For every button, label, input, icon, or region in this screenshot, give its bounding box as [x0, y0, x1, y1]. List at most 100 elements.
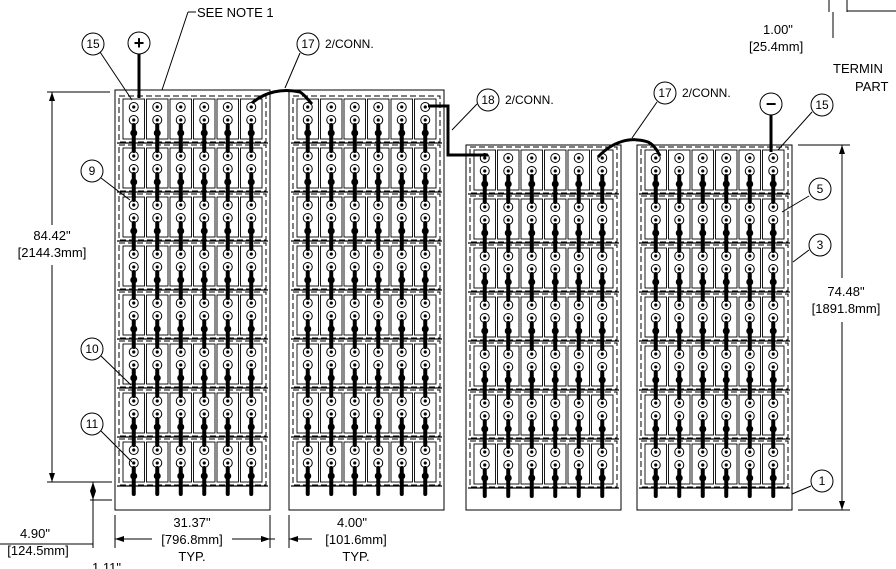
battery-cell: [762, 394, 785, 449]
battery-cell: [497, 296, 520, 351]
battery-cell: [414, 245, 437, 300]
battery-cell: [169, 392, 192, 447]
battery-cell: [146, 392, 169, 447]
battery-cell: [567, 198, 590, 253]
battery-cell: [122, 245, 145, 300]
callout-17-left: 17 2/CONN.: [284, 32, 374, 89]
battery-cell: [343, 294, 366, 349]
battery-cell: [668, 345, 691, 400]
battery-cell: [193, 147, 216, 202]
rack-1-frame: [114, 89, 271, 511]
battery-cell: [668, 247, 691, 302]
battery-cell: [320, 245, 343, 300]
callout-15-left: 15: [81, 32, 133, 101]
battery-cell: [644, 296, 667, 351]
battery-cell: [473, 198, 496, 253]
tier: [117, 144, 268, 202]
battery-cell: [146, 245, 169, 300]
battery-cell: [216, 245, 239, 300]
battery-cell: [122, 343, 145, 398]
battery-cell: [668, 443, 691, 498]
svg-text:[124.5mm]: [124.5mm]: [7, 543, 68, 558]
battery-cell: [544, 296, 567, 351]
battery-cell: [320, 147, 343, 202]
battery-cell: [668, 394, 691, 449]
svg-text:2/CONN.: 2/CONN.: [505, 93, 554, 107]
terminal-positive: +: [127, 31, 151, 98]
svg-text:17: 17: [658, 86, 672, 100]
battery-cell: [390, 343, 413, 398]
battery-cell: [122, 441, 145, 496]
battery-cell: [544, 198, 567, 253]
battery-cell: [367, 392, 390, 447]
battery-cell: [644, 394, 667, 449]
battery-cell: [367, 147, 390, 202]
battery-cell: [367, 343, 390, 398]
battery-cell: [240, 147, 263, 202]
battery-cell: [193, 343, 216, 398]
tier: [639, 293, 790, 351]
svg-text:[2144.3mm]: [2144.3mm]: [18, 245, 87, 260]
battery-cell: [367, 441, 390, 496]
callout-1: 1: [791, 469, 834, 495]
battery-cell: [240, 441, 263, 496]
battery-cell: [367, 245, 390, 300]
battery-cell: [567, 394, 590, 449]
rack-4-frame: [636, 144, 793, 511]
battery-cell: [169, 245, 192, 300]
tier: [117, 389, 268, 447]
battery-cell: [169, 196, 192, 251]
callout-3: 3: [792, 233, 832, 263]
battery-cell: [193, 441, 216, 496]
battery-cell: [240, 98, 263, 153]
battery-cell: [343, 98, 366, 153]
battery-cell: [738, 296, 761, 351]
battery-cell: [544, 149, 567, 204]
battery-cell: [591, 443, 614, 498]
battery-cell: [520, 443, 543, 498]
battery-cell: [644, 443, 667, 498]
battery-cell: [169, 441, 192, 496]
tier: [468, 391, 619, 449]
battery-cell: [296, 392, 319, 447]
battery-cell: [146, 343, 169, 398]
tier: [117, 340, 268, 398]
tier: [291, 291, 442, 349]
battery-cell: [738, 394, 761, 449]
battery-cell: [644, 198, 667, 253]
battery-cell: [240, 196, 263, 251]
svg-text:74.48": 74.48": [827, 284, 865, 299]
battery-cell: [544, 443, 567, 498]
see-note-leader: SEE NOTE 1: [161, 5, 274, 91]
battery-cell: [367, 196, 390, 251]
battery-cell: [473, 247, 496, 302]
rack-outlines: [114, 89, 793, 511]
svg-text:PART: PART: [855, 79, 889, 94]
battery-cell: [544, 247, 567, 302]
svg-text:[101.6mm]: [101.6mm]: [325, 532, 386, 547]
battery-cell: [762, 247, 785, 302]
battery-cell: [320, 392, 343, 447]
battery-cell: [296, 343, 319, 398]
battery-cell: [567, 345, 590, 400]
battery-cell: [762, 296, 785, 351]
battery-cell: [240, 294, 263, 349]
battery-cell: [216, 294, 239, 349]
battery-cell: [738, 345, 761, 400]
negative-sign: −: [766, 94, 777, 114]
tier: [468, 440, 619, 498]
terminal-negative: −: [759, 92, 783, 152]
dimension-rack-width: 31.37" [796.8mm] TYP.: [114, 515, 271, 564]
battery-cell: [668, 149, 691, 204]
svg-text:31.37": 31.37": [173, 515, 211, 530]
tier: [639, 146, 790, 204]
battery-cell: [343, 245, 366, 300]
svg-text:11: 11: [86, 417, 99, 431]
battery-cell: [414, 392, 437, 447]
rack-2-frame: [288, 89, 445, 511]
svg-text:5: 5: [817, 182, 824, 196]
battery-cell: [473, 296, 496, 351]
tier: [639, 391, 790, 449]
svg-text:1.11": 1.11": [92, 560, 121, 569]
